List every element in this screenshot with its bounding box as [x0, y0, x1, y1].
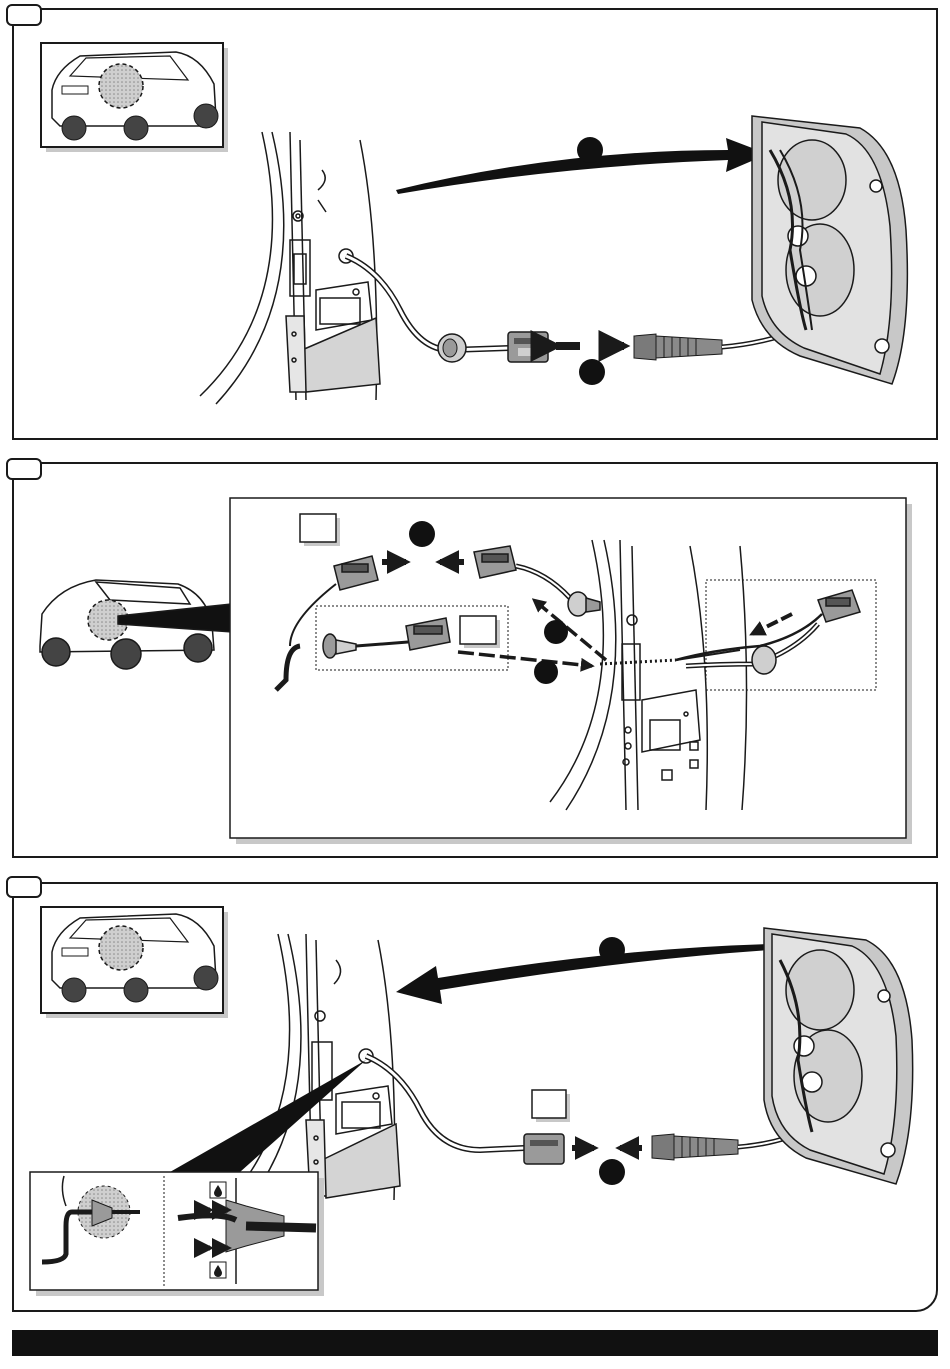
step-1-car-thumbnail [41, 43, 228, 152]
step-3-label-box [532, 1090, 570, 1122]
step-3-connect-arrows [572, 1148, 642, 1185]
step-2-detail-box [230, 498, 906, 838]
step-2-label-box-1 [300, 514, 340, 546]
step-2-callout-b [544, 620, 568, 644]
step-2-car-side-view [40, 580, 232, 669]
step-2-callout-c [534, 660, 558, 684]
step-1-tail-lamp [752, 116, 907, 384]
step-3-car-thumbnail [41, 907, 228, 1018]
step-2-callout-a [409, 521, 435, 547]
step-1-callout-b [579, 359, 605, 385]
step-1-body-opening [200, 132, 380, 404]
step-2-label-box-2 [460, 616, 500, 648]
step-3-callout-b [599, 1159, 625, 1185]
step-3-tail-lamp [764, 928, 913, 1184]
step-1-disconnect-arrows [556, 346, 624, 385]
footer-bar [12, 1330, 938, 1356]
step-3-install-lamp-arrow [396, 937, 770, 1004]
step-1-remove-lamp-arrow [396, 137, 768, 194]
step-3-callout-a [599, 937, 625, 963]
step-3-grommet-detail-box [30, 1172, 324, 1296]
step-1-callout-a [577, 137, 603, 163]
